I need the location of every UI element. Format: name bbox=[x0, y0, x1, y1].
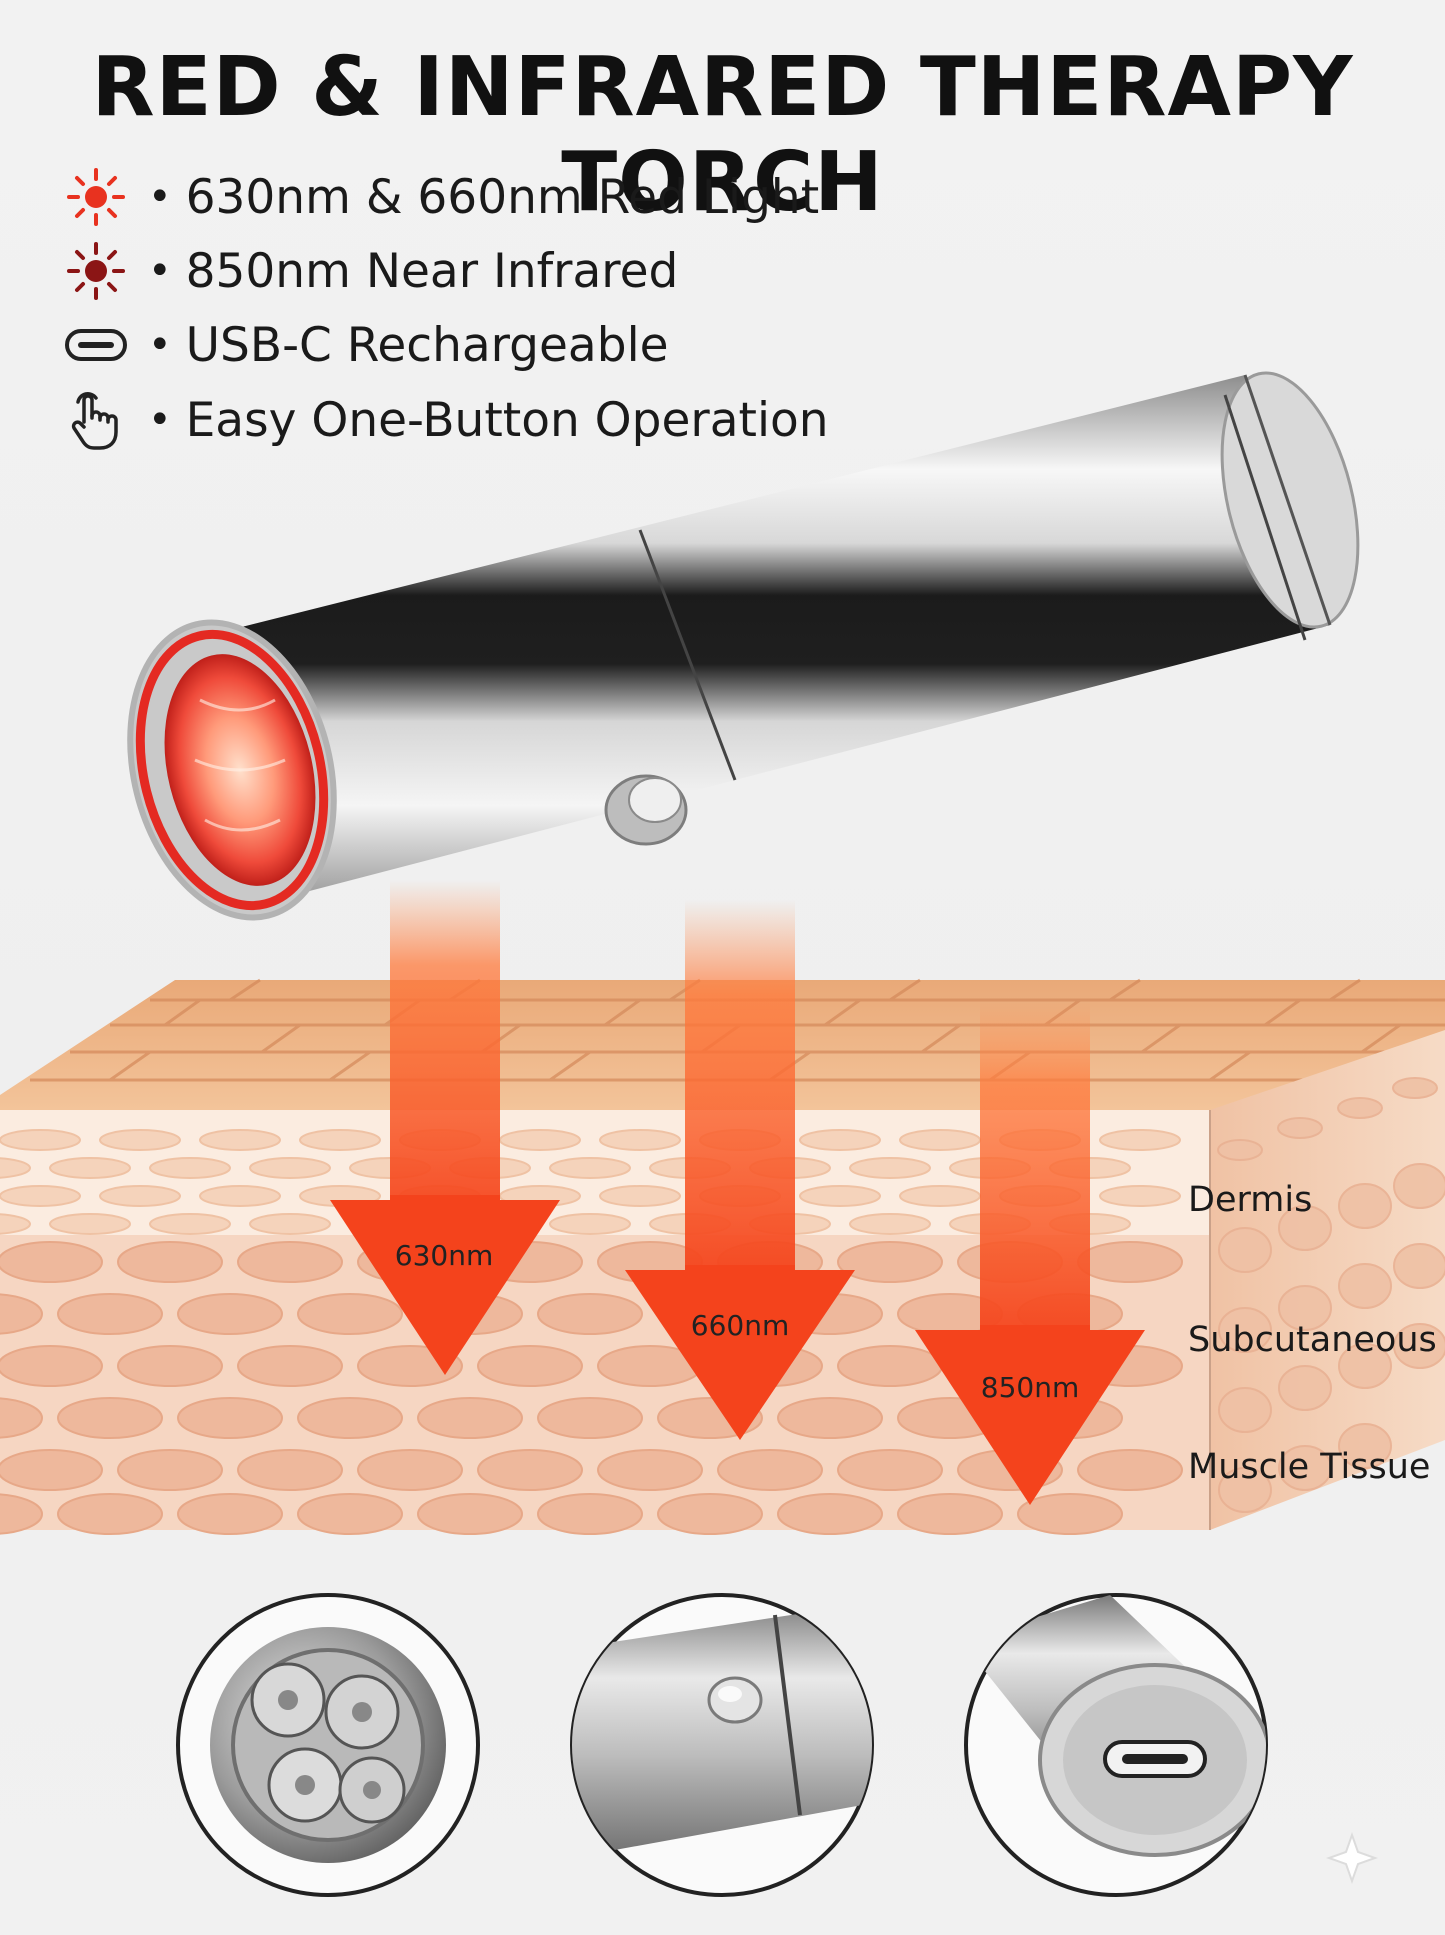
bullet: • bbox=[148, 248, 172, 294]
feature-text: USB-C Rechargeable bbox=[185, 317, 669, 373]
usb-c-port-closeup bbox=[964, 1593, 1268, 1897]
beam-arrow-660nm bbox=[625, 900, 855, 1440]
layer-label-muscle-tissue: Muscle Tissue bbox=[1188, 1447, 1431, 1487]
arrow-label-630nm: 630nm bbox=[395, 1239, 493, 1272]
torch-seam bbox=[638, 529, 737, 781]
feature-item-infrared: • 850nm Near Infrared bbox=[62, 234, 678, 308]
infrared-sun-icon bbox=[62, 237, 130, 305]
usb-c-port-icon bbox=[62, 311, 130, 379]
dermis-cells bbox=[0, 1129, 1181, 1235]
feature-item-usb-c: • USB-C Rechargeable bbox=[62, 308, 669, 382]
feature-item-one-button: • Easy One-Button Operation bbox=[62, 383, 829, 457]
torch-seam bbox=[1223, 394, 1307, 641]
arrow-label-850nm: 850nm bbox=[981, 1371, 1079, 1404]
feature-text: Easy One-Button Operation bbox=[185, 392, 829, 448]
beam-arrow-630nm bbox=[330, 880, 560, 1375]
torch-body bbox=[190, 375, 1330, 900]
layer-label-dermis: Dermis bbox=[1188, 1180, 1313, 1220]
therapy-torch bbox=[127, 371, 1360, 921]
red-light-sun-icon bbox=[62, 163, 130, 231]
page-title: RED & INFRARED THERAPY TORCH bbox=[91, 40, 1354, 230]
feature-text: 630nm & 660nm Red Light bbox=[185, 169, 820, 225]
bullet: • bbox=[148, 322, 172, 368]
layer-label-subcutaneous: Subcutaneous bbox=[1188, 1320, 1437, 1360]
torch-end-cap bbox=[1220, 371, 1360, 629]
feature-text: 850nm Near Infrared bbox=[185, 243, 679, 299]
finger-press-icon bbox=[62, 386, 130, 454]
led-lens-closeup bbox=[176, 1593, 480, 1897]
arrow-label-660nm: 660nm bbox=[691, 1309, 789, 1342]
bullet: • bbox=[148, 174, 172, 220]
power-button-closeup bbox=[570, 1593, 874, 1897]
sparkle-icon bbox=[1325, 1831, 1379, 1885]
bullet: • bbox=[148, 397, 172, 443]
torch-red-ring bbox=[135, 629, 329, 911]
feature-item-red-light: • 630nm & 660nm Red Light bbox=[62, 160, 819, 234]
beam-arrow-850nm bbox=[915, 1000, 1145, 1505]
